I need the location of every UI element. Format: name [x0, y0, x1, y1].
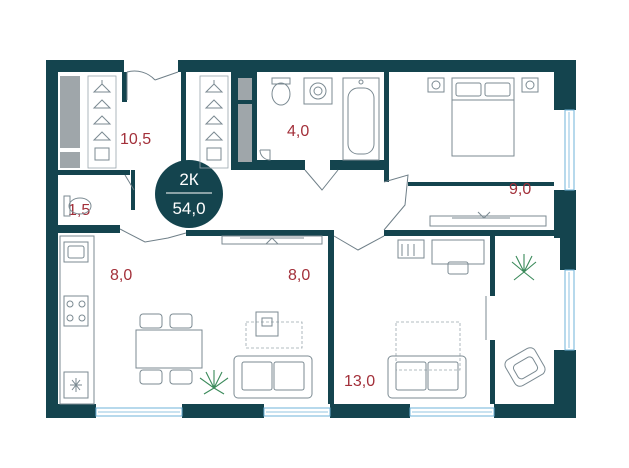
- area-kitchen: 8,0: [110, 267, 132, 284]
- plant-icon: [511, 254, 537, 281]
- bathtub-icon: [342, 77, 380, 161]
- tv-icon: [429, 211, 547, 227]
- dining-table-icon: [135, 313, 203, 385]
- outer-walls: [46, 60, 576, 418]
- sink-icon: [63, 241, 89, 263]
- apartment-type: 2К: [179, 170, 198, 189]
- area-closet: 4,0: [287, 123, 309, 140]
- washing-machine-icon: [303, 77, 333, 105]
- interior-walls: [58, 72, 554, 404]
- armchair-icon: [504, 347, 546, 387]
- toilet-icon: [63, 195, 92, 217]
- windows: [95, 109, 575, 417]
- area-bedroom: 9,0: [509, 181, 531, 198]
- desk-icon: [397, 239, 485, 275]
- kitchen-counter: [59, 235, 95, 405]
- sofa-icon: [387, 355, 467, 399]
- area-wardrobe: 10,5: [120, 131, 151, 148]
- area-room: 13,0: [344, 373, 375, 390]
- hanger-icon: [199, 75, 229, 169]
- bed-icon: [427, 77, 539, 157]
- sofa-icon: [233, 355, 313, 399]
- apartment-total-area: 54,0: [172, 199, 205, 218]
- area-living: 8,0: [288, 267, 310, 284]
- area-toilet: 1,5: [68, 202, 90, 219]
- tv-icon: [221, 235, 323, 245]
- apartment-badge: 2К 54,0: [155, 160, 223, 228]
- rug: [395, 321, 461, 371]
- plant-icon: [199, 370, 229, 395]
- coffee-table-icon: [245, 311, 303, 349]
- stove-icon: [63, 295, 89, 327]
- toilet-icon: [271, 77, 291, 106]
- snowflake-icon: [63, 371, 89, 399]
- hanger-icon: [87, 75, 117, 169]
- sink-icon: [259, 149, 271, 161]
- wardrobe-strips: [60, 76, 80, 168]
